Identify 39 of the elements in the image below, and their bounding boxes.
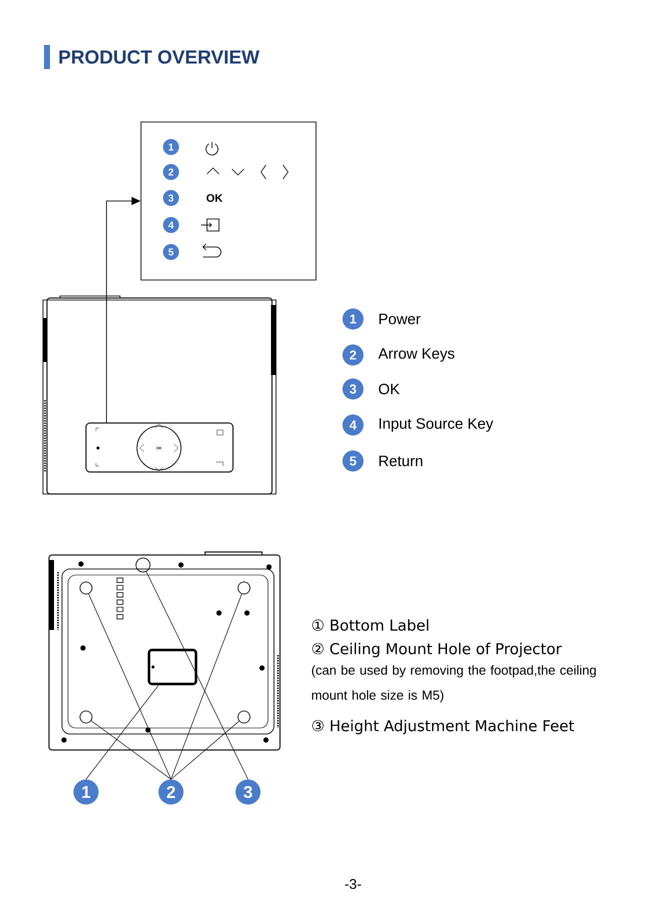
callout-number: 5: [342, 450, 364, 472]
foot-hole: [238, 582, 250, 594]
key-name: Input Source Key: [380, 418, 494, 432]
leader-line: [90, 720, 172, 780]
page-number: -3-: [345, 879, 361, 889]
callout-number: 3: [163, 190, 179, 206]
leader-line: [86, 684, 159, 780]
keys-panel-box: [140, 122, 316, 280]
leader-line: [170, 720, 240, 780]
callout-number: 3: [342, 378, 364, 400]
callout-number: 2: [158, 780, 184, 804]
part-name: ② Ceiling Mount Hole of Projector: [312, 642, 562, 658]
callout-number: 2: [342, 344, 364, 366]
foot-hole: [136, 558, 150, 572]
foot-hole: [80, 710, 92, 724]
foot-hole: [80, 582, 92, 594]
callout-number: 1: [342, 308, 364, 330]
key-name: Return: [379, 456, 422, 466]
callout-number: 1: [74, 780, 98, 804]
note-text: (can be used by removing the footpad,the ceiling mount hole size is M5): [312, 665, 596, 702]
leader-line: [146, 571, 248, 780]
bottom-label: [148, 648, 198, 686]
callout-number: 5: [163, 244, 179, 260]
key-label: OK: [206, 194, 223, 202]
key-name: Arrow Keys: [378, 348, 454, 362]
callout-number: 4: [163, 217, 179, 233]
part-name: ③ Height Adjustment Machine Feet: [312, 720, 574, 734]
key-name: Power: [379, 314, 420, 324]
part-name: ① Bottom Label: [312, 619, 428, 631]
key-name: OK: [378, 384, 400, 394]
callout-number: 2: [163, 164, 179, 180]
callout-number: 4: [342, 414, 364, 436]
leader-line: [88, 594, 172, 780]
foot-hole: [238, 710, 250, 724]
control-panel: [86, 422, 234, 472]
callout-number: 1: [163, 139, 179, 156]
leader-line: [170, 594, 242, 780]
title: PRODUCT OVERVIEW: [59, 50, 260, 64]
callout-number: 3: [236, 780, 260, 804]
